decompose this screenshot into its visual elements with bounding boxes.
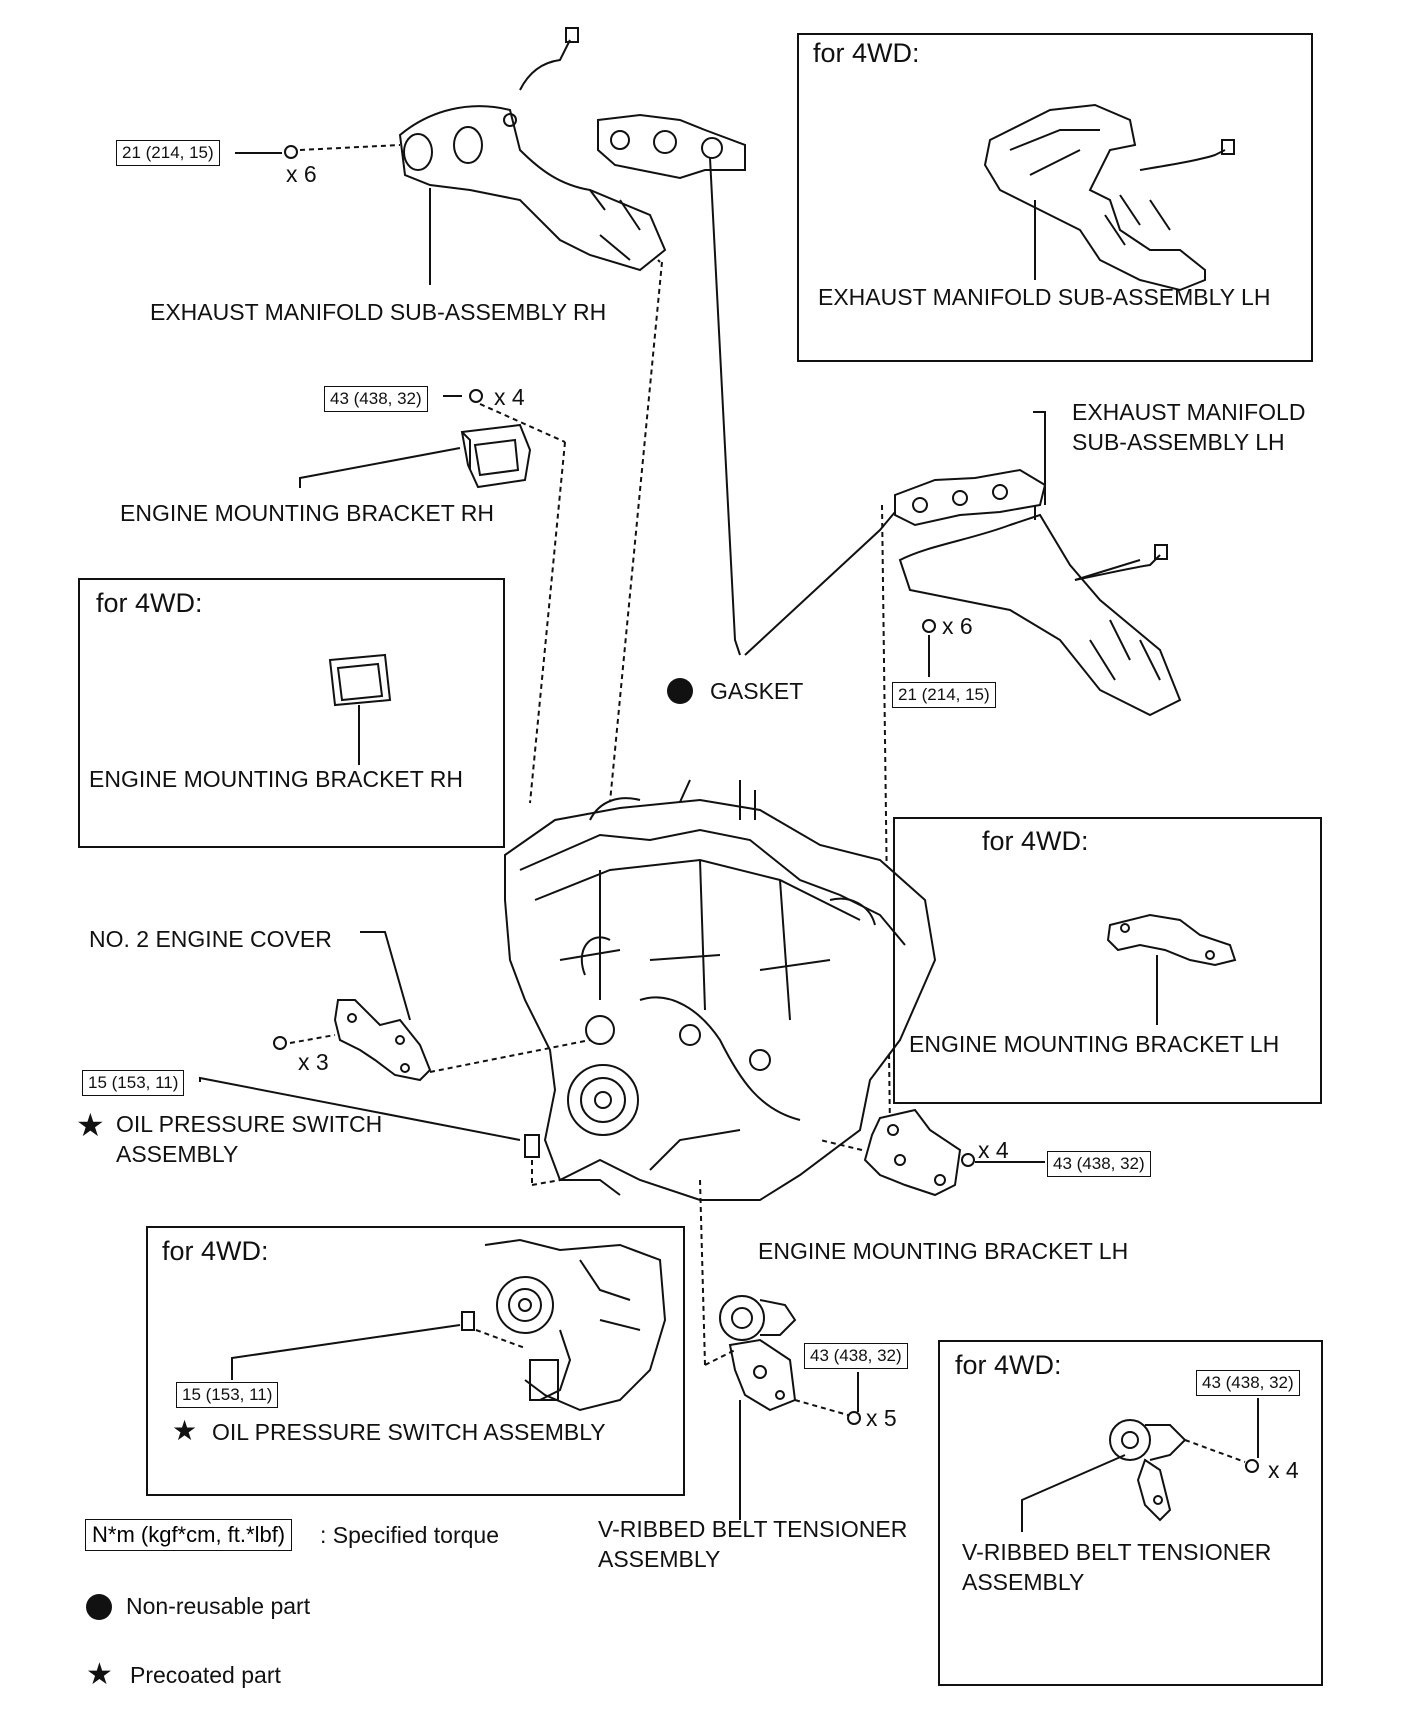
- quantity-label: x 6: [286, 161, 317, 187]
- exhaust-manifold-rh-drawing: [398, 27, 746, 272]
- label-4wd-tensioner-line1: V-RIBBED BELT TENSIONER: [962, 1539, 1272, 1565]
- quantity-label: x 4: [494, 384, 525, 410]
- legend-non-reusable: Non-reusable part: [126, 1593, 311, 1619]
- frame-title: for 4WD:: [162, 1236, 269, 1266]
- bolt-icon: [847, 1411, 861, 1425]
- non-reusable-dot-icon: [86, 1594, 112, 1620]
- frame-4wd-bracket-lh: [893, 817, 1322, 1104]
- no2-engine-cover-drawing: [333, 999, 432, 1082]
- frame-4wd-tensioner: [938, 1340, 1323, 1686]
- label-4wd-bracket-lh: ENGINE MOUNTING BRACKET LH: [909, 1031, 1280, 1057]
- legend-precoated: Precoated part: [130, 1662, 281, 1688]
- label-gasket: GASKET: [710, 678, 804, 704]
- leader-gasket-rh: [709, 157, 741, 656]
- 4wd-exhaust-lh-drawing: [983, 103, 1235, 292]
- label-tensioner-line2: ASSEMBLY: [598, 1546, 721, 1572]
- frame-4wd-oil-switch: [146, 1226, 685, 1496]
- engine-block-drawing: [504, 779, 937, 1201]
- quantity-label: x 3: [298, 1049, 329, 1075]
- frame-4wd-exhaust-lh: [797, 33, 1313, 362]
- label-4wd-oil-switch: OIL PRESSURE SWITCH ASSEMBLY: [212, 1419, 606, 1445]
- bolt-icon: [469, 389, 483, 403]
- torque-box: 43 (438, 32): [1196, 1370, 1300, 1396]
- bolt-icon: [1245, 1459, 1259, 1473]
- label-bracket-rh: ENGINE MOUNTING BRACKET RH: [120, 500, 494, 526]
- quantity-label: x 6: [942, 613, 973, 639]
- torque-box: 21 (214, 15): [892, 682, 996, 708]
- torque-box: 43 (438, 32): [1047, 1151, 1151, 1177]
- label-4wd-exhaust-lh: EXHAUST MANIFOLD SUB-ASSEMBLY LH: [818, 284, 1271, 310]
- legend-torque-desc: : Specified torque: [320, 1522, 500, 1548]
- nut-icon: [922, 619, 936, 633]
- torque-box: 15 (153, 11): [82, 1070, 185, 1096]
- engine-mounting-bracket-rh-drawing: [460, 423, 532, 489]
- oil-switch-drawing: [524, 1134, 540, 1158]
- quantity-label: x 4: [978, 1137, 1009, 1163]
- label-tensioner-line1: V-RIBBED BELT TENSIONER: [598, 1516, 908, 1542]
- 4wd-oil-switch-drawing: [461, 1238, 667, 1412]
- 4wd-bracket-lh-drawing: [1106, 913, 1237, 967]
- bolt-icon: [273, 1036, 287, 1050]
- frame-title: for 4WD:: [955, 1350, 1062, 1380]
- label-4wd-bracket-rh: ENGINE MOUNTING BRACKET RH: [89, 766, 463, 792]
- legend-torque-unit: N*m (kgf*cm, ft.*lbf): [85, 1519, 293, 1551]
- label-exhaust-lh-line2: SUB-ASSEMBLY LH: [1072, 429, 1285, 455]
- torque-box: 43 (438, 32): [804, 1343, 908, 1369]
- label-exhaust-lh-line1: EXHAUST MANIFOLD: [1072, 399, 1306, 425]
- frame-title: for 4WD:: [982, 826, 1089, 856]
- belt-tensioner-drawing: [719, 1295, 797, 1412]
- frame-4wd-bracket-rh: [78, 578, 505, 848]
- quantity-label: x 5: [866, 1405, 897, 1431]
- label-4wd-tensioner-line2: ASSEMBLY: [962, 1569, 1085, 1595]
- precoated-star-icon: ★: [172, 1414, 198, 1447]
- torque-box: 21 (214, 15): [116, 140, 220, 166]
- label-no2-engine-cover: NO. 2 ENGINE COVER: [89, 926, 332, 952]
- quantity-label: x 4: [1268, 1457, 1299, 1483]
- torque-box: 43 (438, 32): [324, 386, 428, 412]
- torque-box: 15 (153, 11): [176, 1382, 279, 1408]
- label-oil-switch-line1: OIL PRESSURE SWITCH: [116, 1111, 383, 1137]
- frame-title: for 4WD:: [96, 588, 203, 618]
- dashed-guide: [609, 261, 663, 803]
- 4wd-tensioner-drawing: [1109, 1419, 1187, 1522]
- non-reusable-dot-icon: [667, 678, 693, 704]
- bolt-icon: [961, 1153, 975, 1167]
- nut-icon: [284, 145, 298, 159]
- precoated-star-icon: ★: [86, 1657, 113, 1692]
- precoated-star-icon: ★: [76, 1106, 105, 1144]
- exhaust-manifold-lh-drawing: [894, 468, 1182, 717]
- label-oil-switch-line2: ASSEMBLY: [116, 1141, 239, 1167]
- label-bracket-lh: ENGINE MOUNTING BRACKET LH: [758, 1238, 1129, 1264]
- label-exhaust-rh: EXHAUST MANIFOLD SUB-ASSEMBLY RH: [150, 299, 607, 325]
- 4wd-bracket-rh-drawing: [328, 653, 392, 707]
- frame-title: for 4WD:: [813, 38, 920, 68]
- engine-mounting-bracket-lh-drawing: [863, 1108, 962, 1197]
- leader-oil-switch: [199, 1076, 521, 1141]
